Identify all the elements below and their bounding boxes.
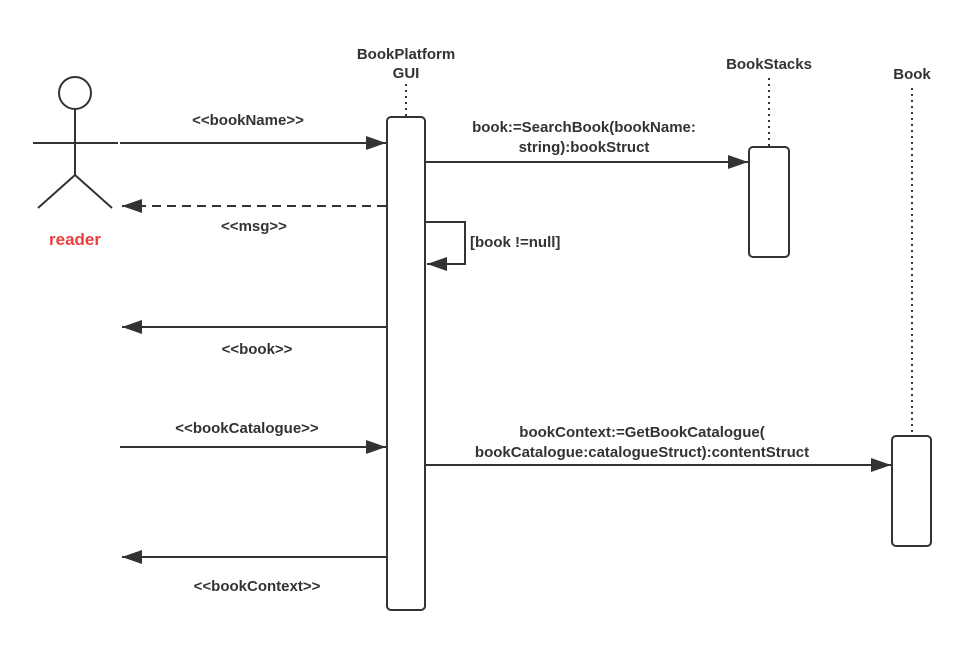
message-label: <<bookName>> bbox=[192, 112, 304, 129]
message-label-line2: string):bookStruct bbox=[519, 139, 650, 156]
message-label: [book !=null] bbox=[470, 234, 560, 251]
actor-head-icon bbox=[58, 76, 92, 110]
message-label-line2: bookCatalogue:catalogueStruct):contentSt… bbox=[475, 444, 809, 461]
message-book: <<book>> bbox=[122, 320, 386, 358]
message-bookname: <<bookName>> bbox=[120, 112, 386, 150]
activation-bar bbox=[891, 435, 932, 547]
actor-right-leg bbox=[74, 174, 113, 209]
message-self-check: [book !=null] bbox=[425, 221, 560, 271]
message-label: <<bookContext>> bbox=[194, 578, 321, 595]
actor-reader: reader bbox=[33, 76, 118, 249]
lifeline-title-line1: BookPlatform bbox=[357, 46, 455, 63]
message-msg: <<msg>> bbox=[122, 199, 386, 235]
lifeline-title-line2: GUI bbox=[393, 65, 420, 82]
lifeline-title: BookStacks bbox=[726, 56, 812, 73]
message-bookcatalogue: <<bookCatalogue>> bbox=[120, 420, 386, 454]
message-bookcontext: <<bookContext>> bbox=[122, 550, 386, 595]
message-getbookcatalogue: bookContext:=GetBookCatalogue( bookCatal… bbox=[425, 424, 891, 472]
lifeline-book: Book bbox=[891, 66, 932, 547]
lifeline-bookplatform-gui: BookPlatform GUI bbox=[357, 46, 455, 611]
message-label-line1: book:=SearchBook(bookName: bbox=[472, 119, 696, 136]
message-label: <<bookCatalogue>> bbox=[175, 420, 319, 437]
actor-left-leg bbox=[37, 174, 76, 209]
message-label: <<book>> bbox=[222, 341, 293, 358]
message-searchbook: book:=SearchBook(bookName: string):bookS… bbox=[425, 119, 748, 169]
message-label-line1: bookContext:=GetBookCatalogue( bbox=[519, 424, 764, 441]
activation-bar bbox=[386, 116, 426, 611]
activation-bar bbox=[748, 146, 790, 258]
lifeline-title: Book bbox=[893, 66, 931, 83]
lifeline-bookstacks: BookStacks bbox=[726, 56, 812, 258]
actor-name: reader bbox=[49, 230, 101, 249]
message-label: <<msg>> bbox=[221, 218, 287, 235]
message-arrow bbox=[425, 221, 466, 271]
